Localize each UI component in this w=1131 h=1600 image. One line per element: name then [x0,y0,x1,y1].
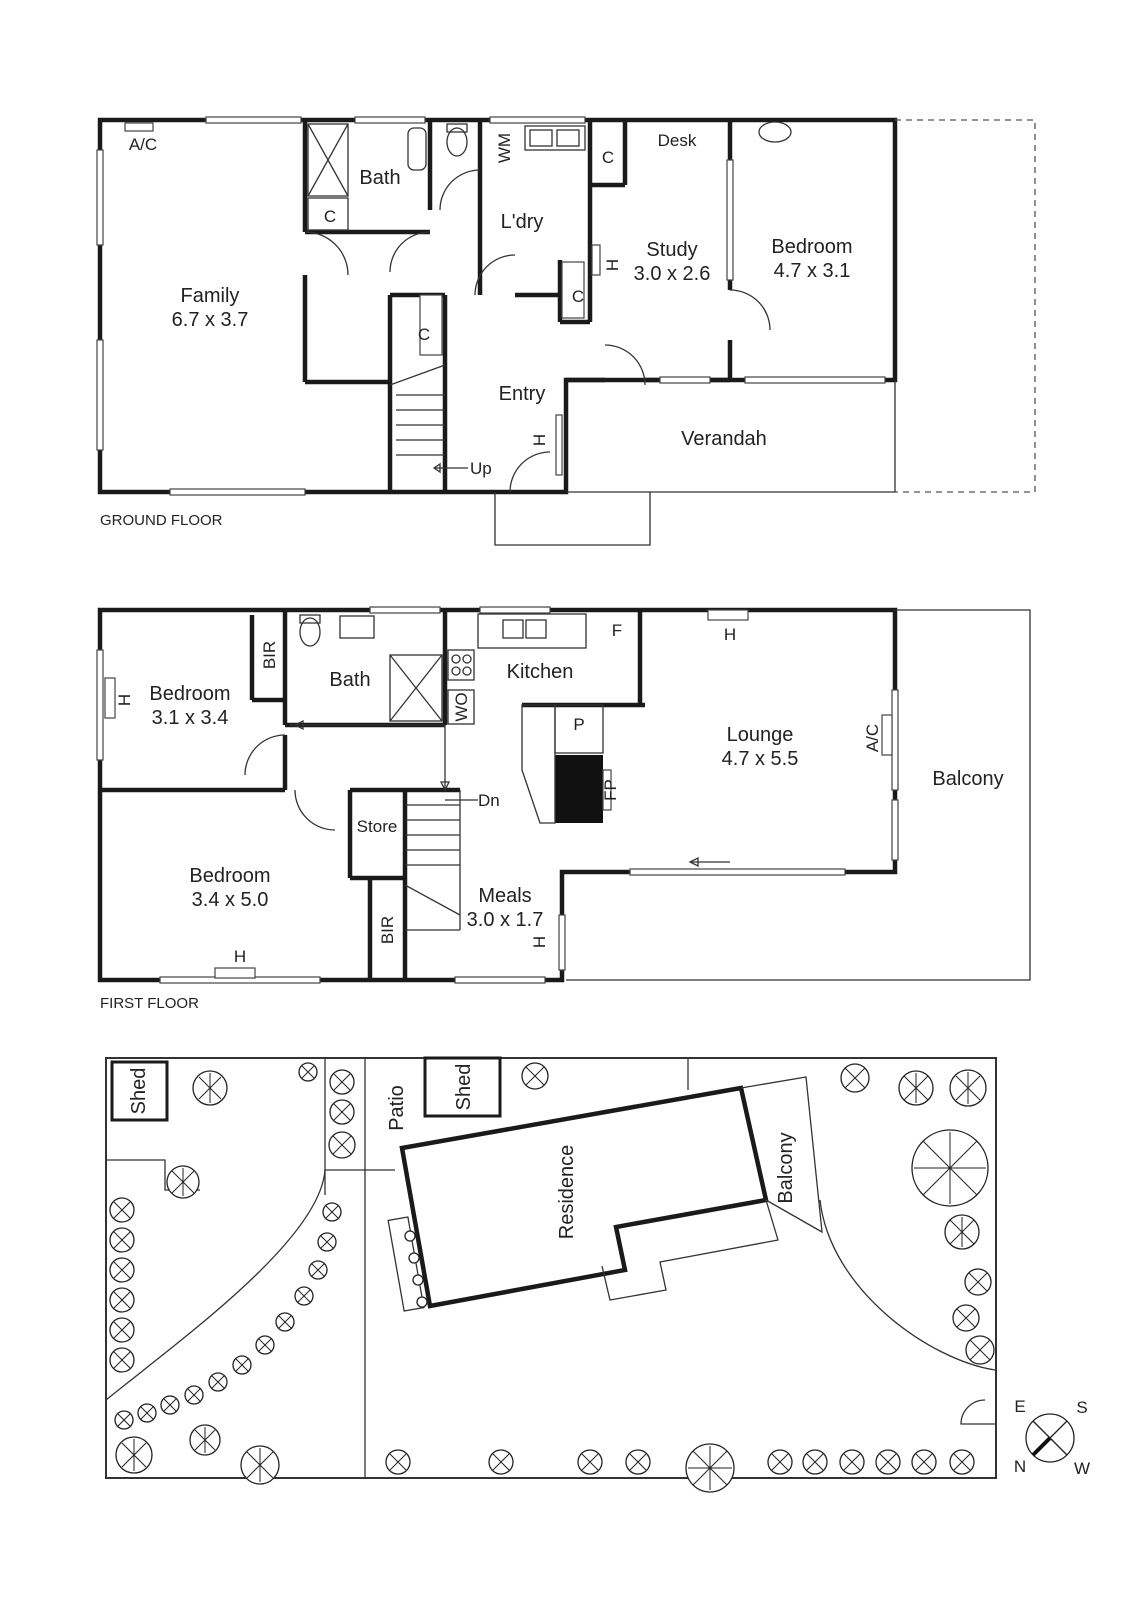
laundry-label: L'dry [501,211,544,233]
gf-heater-entry-label: H [530,434,549,446]
study-label: Study [646,239,697,261]
gf-cupboard-laundry-label: C [572,287,584,306]
shed-right-label: Shed [453,1064,475,1111]
shed-left [110,1060,169,1122]
first-floor-plan: Bedroom 3.1 x 3.4 Bath Kitchen Lounge 4.… [96,606,1031,1012]
entry-label: Entry [499,383,546,405]
gf-cupboard-stair-label: C [418,325,430,344]
gf-bath-label: Bath [359,167,400,189]
wo-label: WO [452,692,471,721]
compass-n: N [1014,1457,1026,1476]
residence-label: Residence [556,1145,578,1240]
ff-bir-store-label: BIR [378,916,397,944]
fireplace-label: FP [601,779,620,801]
ff-bedroom1-label: Bedroom [149,683,230,705]
gf-cupboard-bath-label: C [324,207,336,226]
patio-label: Patio [386,1085,408,1131]
fridge-label: F [612,621,622,640]
verandah-dashed-outline [895,119,1036,493]
family-room-size: 6.7 x 3.7 [172,309,249,331]
tree-group [109,1062,995,1493]
study-size: 3.0 x 2.6 [634,263,711,285]
gf-ac-label: A/C [129,135,157,154]
ff-bath-label: Bath [329,669,370,691]
lounge-label: Lounge [727,724,794,746]
ff-ac-label: A/C [863,724,882,752]
family-room-label: Family [181,285,240,307]
gf-bedroom-size: 4.7 x 3.1 [774,260,851,282]
site-balcony-label: Balcony [775,1132,797,1203]
gf-up-label: Up [470,459,492,478]
first-floor-caption: FIRST FLOOR [100,995,199,1012]
meals-size: 3.0 x 1.7 [467,909,544,931]
ff-bedroom2-size: 3.4 x 5.0 [192,889,269,911]
ff-bir-bath-label: BIR [260,641,279,669]
site-plan: E S N W [105,1056,1090,1493]
compass-s: S [1076,1398,1087,1417]
ground-floor-plan: Family 6.7 x 3.7 Bath L'dry Study 3.0 x … [96,116,1036,546]
ff-heater-bedroom2-label: H [234,947,246,966]
gf-cupboard-study-label: C [602,148,614,167]
pantry-label: P [573,715,584,734]
front-step [494,492,651,546]
ff-balcony-label: Balcony [932,768,1003,790]
compass-w: W [1074,1459,1090,1478]
ground-floor-stairs [389,364,468,474]
meals-label: Meals [478,885,531,907]
desk-label: Desk [658,131,697,150]
fireplace-block [555,755,603,823]
first-floor-stairs [404,790,478,931]
ff-bedroom1-size: 3.1 x 3.4 [152,707,229,729]
compass-rose: E S N W [1014,1397,1090,1478]
gf-wm-label: WM [495,133,514,163]
ground-floor-outer-wall [97,117,898,495]
shed-left-label: Shed [128,1068,150,1115]
gf-bedroom-label: Bedroom [771,236,852,258]
ff-down-label: Dn [478,791,500,810]
verandah-label: Verandah [681,428,767,450]
site-balcony-outline [740,1076,823,1234]
ff-bedroom2-label: Bedroom [189,865,270,887]
shed-right [423,1056,502,1118]
compass-e: E [1014,1397,1025,1416]
ff-heater-meals-label: H [530,936,549,948]
ground-floor-caption: GROUND FLOOR [100,512,223,529]
gf-heater-study-label: H [603,259,622,271]
store-label: Store [357,817,398,836]
kitchen-label: Kitchen [507,661,574,683]
ff-heater-bedroom1-label: H [115,694,134,706]
ff-heater-lounge-label: H [724,625,736,644]
residence-footprint [399,1085,769,1309]
site-boundary [105,1057,997,1479]
balcony-outline [566,609,1031,981]
lounge-size: 4.7 x 5.5 [722,748,799,770]
